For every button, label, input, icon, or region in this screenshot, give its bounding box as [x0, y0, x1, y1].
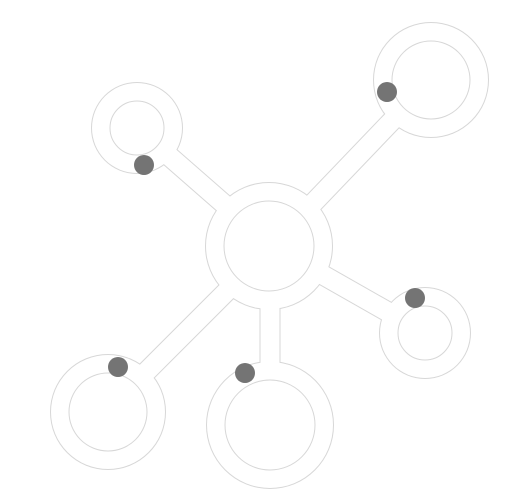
core-top-right: [391, 40, 471, 120]
dot-right: [405, 288, 425, 308]
dot-top-right: [377, 82, 397, 102]
core-bottom-center: [224, 379, 316, 471]
core-top-left: [109, 100, 165, 156]
hub-core: [223, 200, 315, 292]
dot-bottom-center: [235, 363, 255, 383]
core-right: [397, 305, 453, 361]
dot-bottom-left: [108, 357, 128, 377]
dots: [108, 82, 425, 383]
core-bottom-left: [68, 372, 148, 452]
dot-top-left: [134, 155, 154, 175]
inner-edges: [68, 40, 471, 471]
